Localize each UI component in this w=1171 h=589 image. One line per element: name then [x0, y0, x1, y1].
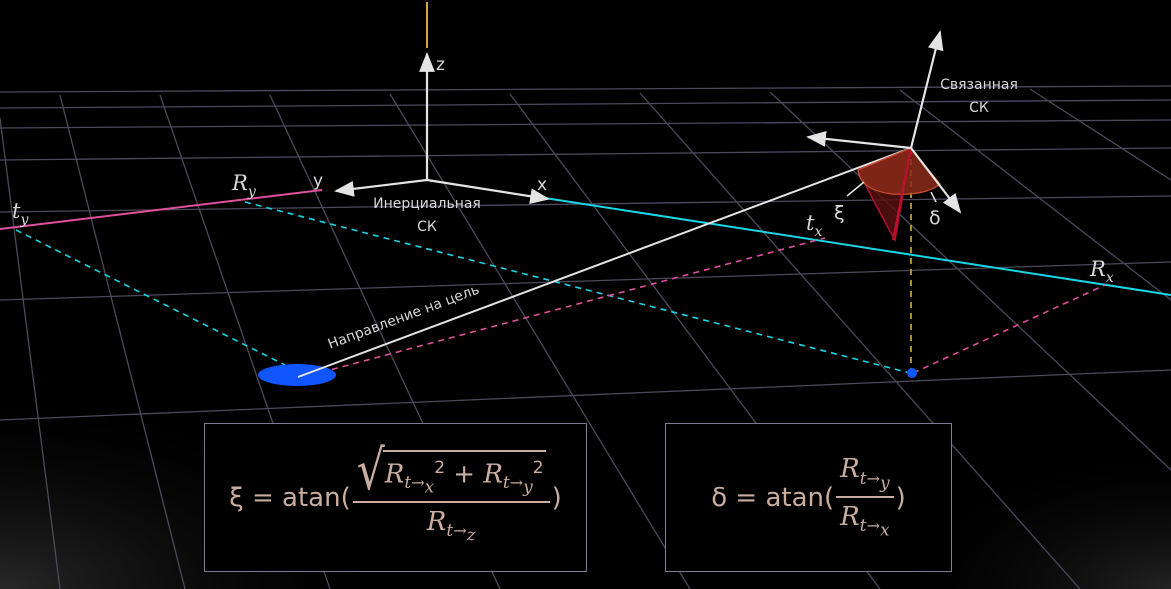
sqrt-radicand: Rt→x2 + Rt→y2	[382, 449, 546, 498]
inertial-cs-label-line1: Инерциальная	[373, 196, 481, 212]
r-symbol: R	[840, 502, 860, 532]
dashed-tx	[299, 237, 826, 379]
xi-label: ξ	[834, 202, 845, 224]
dashed-rx	[912, 284, 1106, 374]
r-symbol: R	[384, 459, 405, 490]
xi-fraction: √ Rt→x2 + Rt→y2 Rt→z	[352, 443, 550, 546]
body-vertical-axis	[909, 30, 944, 149]
power-2: 2	[434, 457, 446, 478]
r-symbol: R	[483, 459, 503, 490]
delta-fraction: Rt→y Rt→x	[836, 454, 894, 541]
delta-denominator: Rt→x	[840, 498, 889, 541]
rx-label: Rx	[1089, 257, 1114, 286]
axis-y-label: y	[313, 171, 323, 191]
body-projection-point	[907, 368, 917, 378]
body-cs-label-line2: СК	[969, 100, 989, 116]
r-symbol: R	[840, 454, 860, 485]
t-symbol: t	[502, 473, 510, 494]
vector-arrow: →	[866, 516, 880, 536]
target-direction-line	[297, 147, 912, 378]
sub-x: x	[879, 520, 890, 541]
plus-sign: +	[445, 459, 484, 490]
xi-formula-box: ξ = atan( √ Rt→x2 + Rt→y2 Rt→z )	[204, 423, 587, 572]
xi-close-paren: )	[551, 482, 562, 513]
xi-formula-lhs: ξ = atan(	[229, 482, 351, 513]
sub-y: y	[879, 473, 890, 493]
vector-arrow: →	[866, 468, 880, 488]
tx-label: tx	[806, 211, 822, 240]
body-forward-axis	[910, 147, 962, 214]
delta-close-paren: )	[895, 482, 906, 513]
xi-denominator: Rt→z	[427, 503, 476, 546]
vector-arrow: →	[453, 521, 467, 541]
body-lateral-axis	[806, 131, 912, 150]
dashed-ry	[244, 201, 911, 374]
vector-arrow: →	[509, 473, 524, 493]
axis-y-line	[0, 189, 323, 230]
t-symbol: t	[859, 516, 867, 537]
t-symbol: t	[404, 473, 412, 494]
delta-label-tick	[930, 191, 937, 203]
delta-formula-box: δ = atan( Rt→y Rt→x )	[665, 423, 952, 572]
axis-z-label: z	[436, 55, 445, 75]
xi-numerator: √ Rt→x2 + Rt→y2	[352, 443, 550, 503]
xi-label-tick	[846, 181, 865, 197]
delta-numerator: Rt→y	[836, 454, 894, 498]
power-2: 2	[532, 457, 544, 478]
sub-y: y	[523, 477, 533, 498]
sqrt-expression: √ Rt→x2 + Rt→y2	[357, 443, 546, 498]
delta-label: δ	[929, 207, 941, 229]
axis-x-label: x	[537, 175, 547, 195]
inertial-cs-label-line2: СК	[417, 219, 437, 235]
ty-label: ty	[12, 199, 29, 228]
inertial-x-axis	[426, 178, 550, 205]
t-symbol: t	[859, 468, 867, 489]
sqrt-sign: √	[356, 438, 385, 503]
t-symbol: t	[446, 521, 454, 542]
delta-formula-lhs: δ = atan(	[711, 482, 835, 513]
sub-z: z	[466, 525, 476, 546]
xi-projection-line	[892, 147, 912, 241]
axis-x-line	[544, 197, 1171, 296]
r-symbol: R	[426, 506, 447, 537]
ry-label: Ry	[231, 171, 257, 200]
inertial-y-axis	[334, 178, 428, 197]
sub-x: x	[424, 477, 435, 498]
body-cs-label-line1: Связанная	[940, 77, 1018, 93]
vector-arrow: →	[411, 473, 425, 493]
